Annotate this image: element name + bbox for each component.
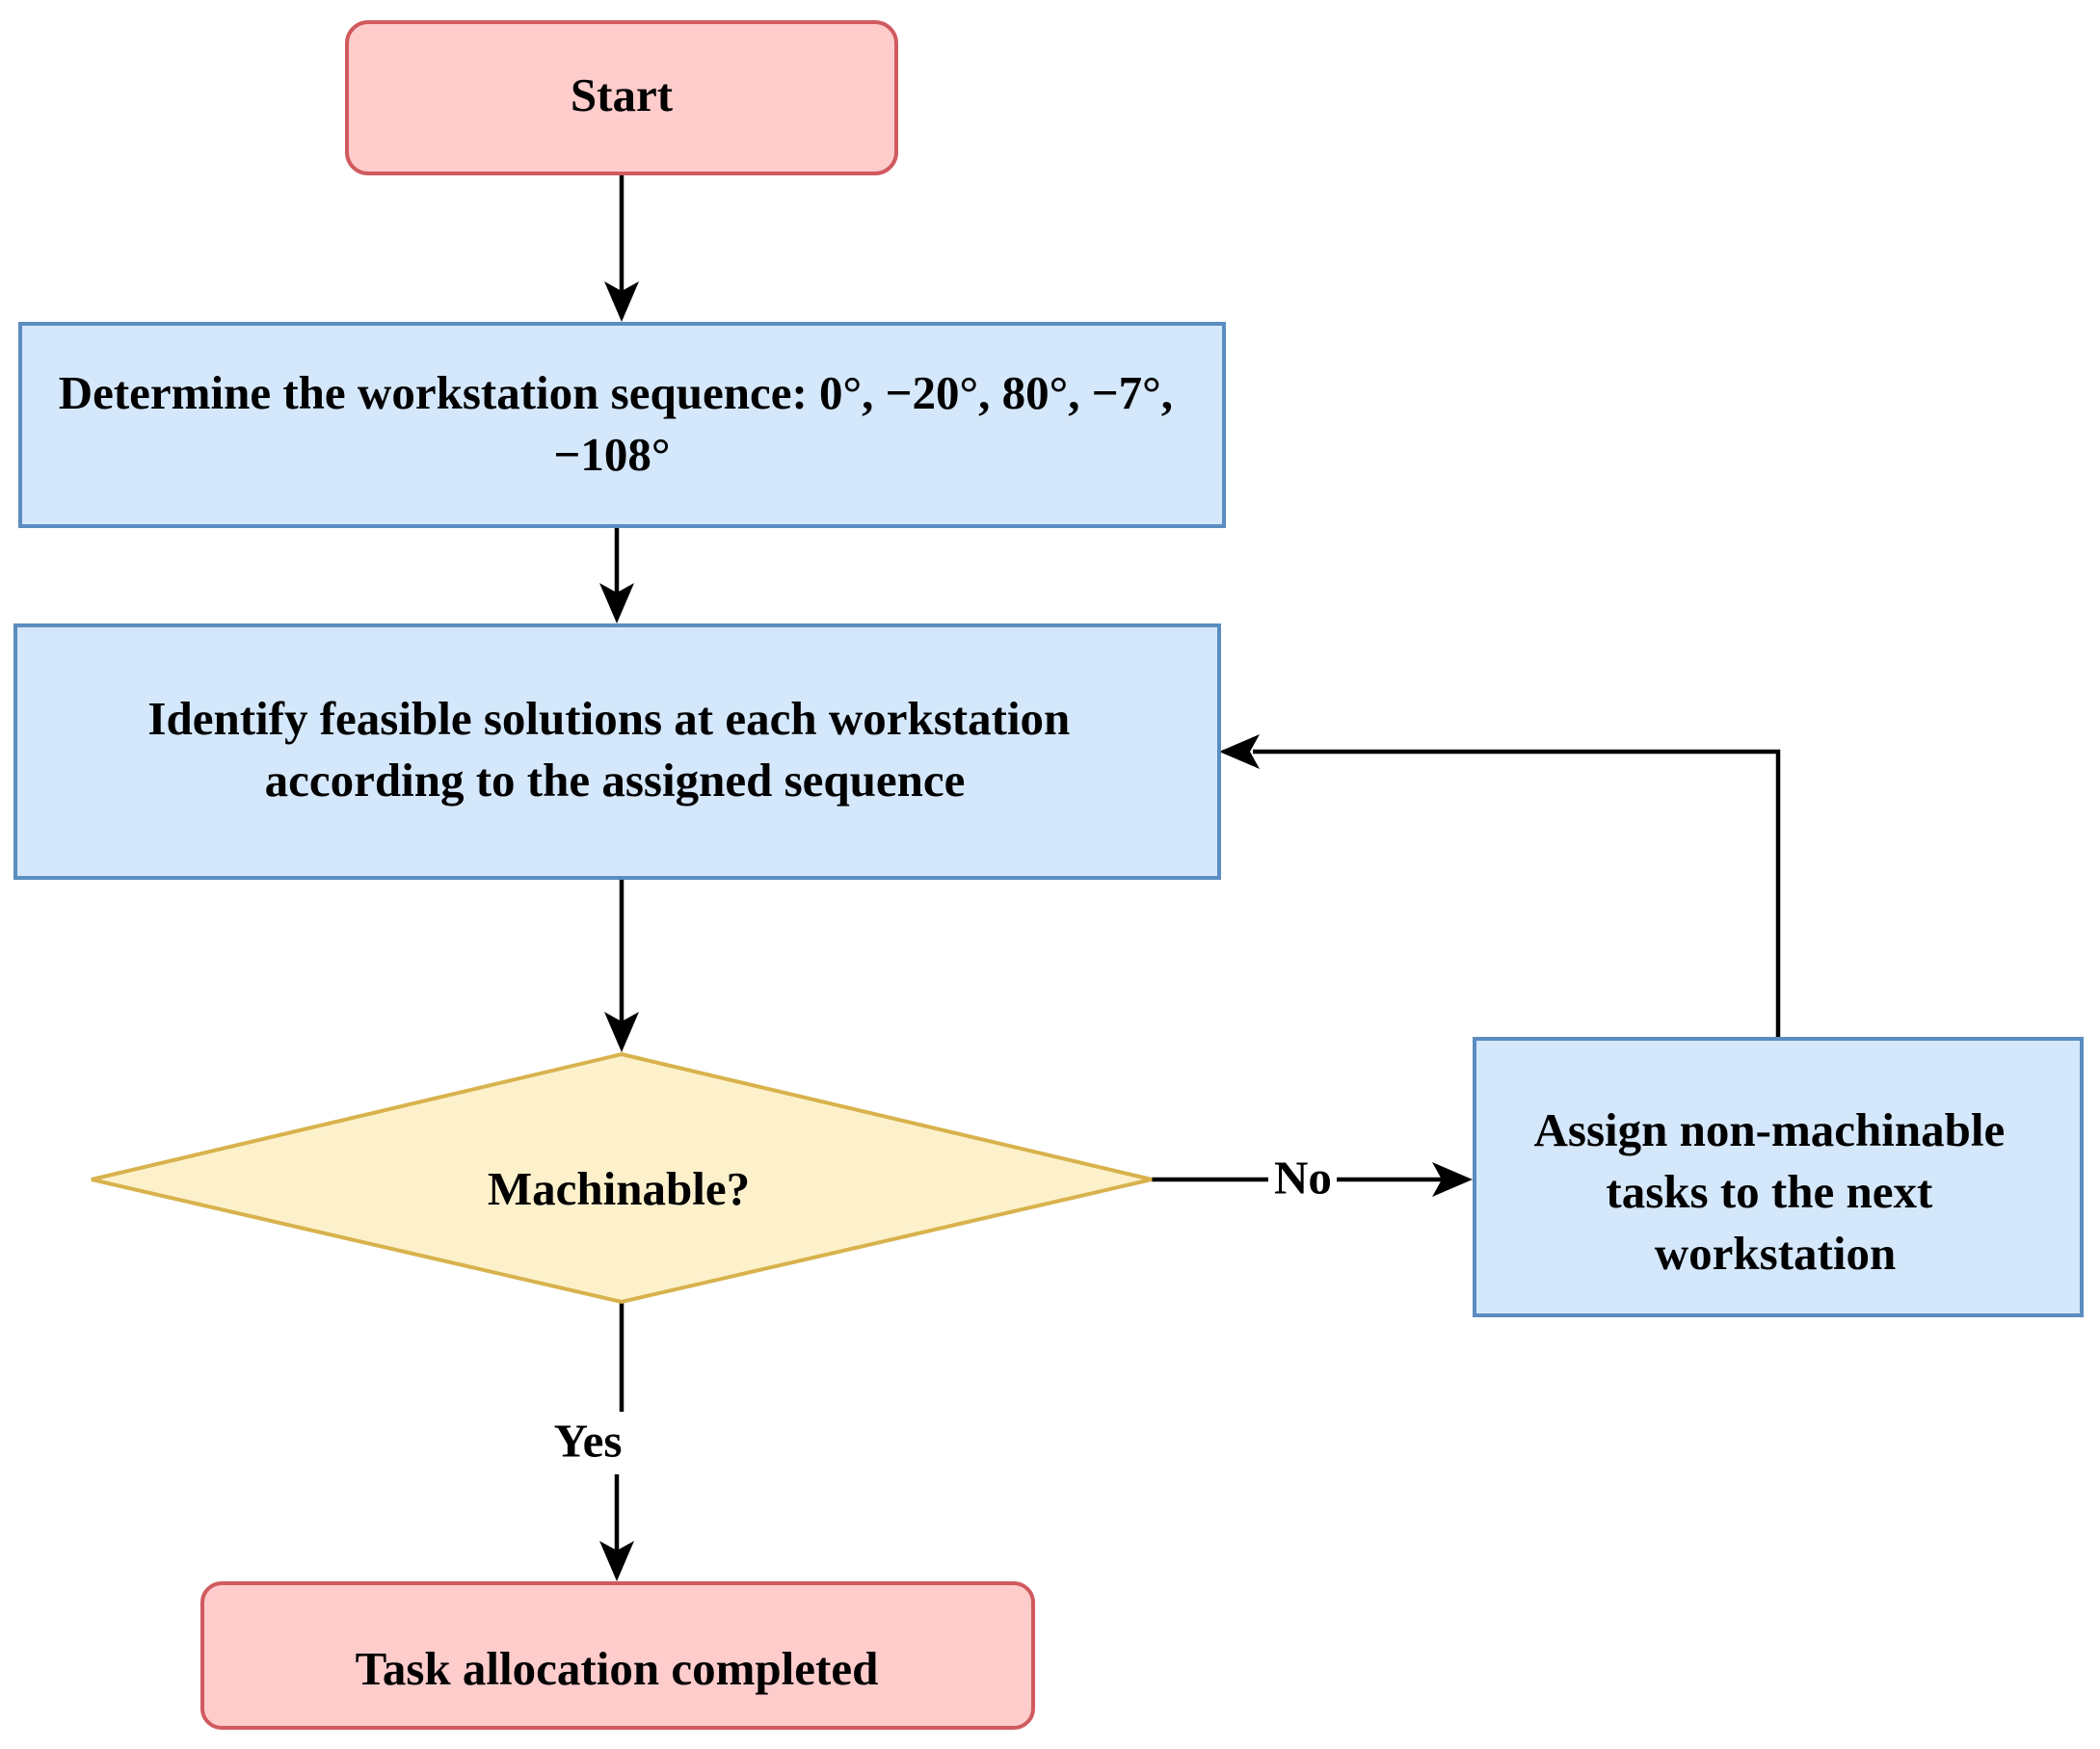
end-node: Task allocation completed <box>200 1581 1035 1730</box>
identify-label-line-2: according to the assigned sequence <box>265 754 966 807</box>
sequence-node: Determine the workstation sequence: 0°, … <box>18 322 1226 528</box>
start-label: Start <box>571 68 674 121</box>
decision-shape <box>91 1051 1153 1305</box>
assign-label-line-3: workstation <box>1655 1227 1896 1280</box>
assign-label: Assign non-machinable tasks to the next … <box>1533 1103 2016 1280</box>
arrowhead-assign-to-identify <box>1219 734 1260 769</box>
edge-label-yes: Yes <box>554 1414 623 1467</box>
identify-node: Identify feasible solutions at each work… <box>13 623 1221 880</box>
start-shape <box>345 20 898 175</box>
arrowhead-sequence-to-identify <box>599 583 634 623</box>
identify-label: Identify feasible solutions at each work… <box>147 692 1081 807</box>
start-node: Start <box>345 20 898 175</box>
identify-shape <box>13 623 1221 880</box>
decision-label: Machinable? <box>488 1162 750 1215</box>
decision-label-line-1: Machinable? <box>488 1162 750 1215</box>
arrowhead-start-to-sequence <box>604 281 639 322</box>
sequence-label-line-2: −108° <box>553 428 670 481</box>
assign-shape <box>1473 1037 2084 1317</box>
connectors <box>599 175 1781 1581</box>
arrowhead-decision-to-end <box>599 1541 634 1581</box>
arrowhead-identify-to-decision <box>604 1012 639 1052</box>
edge-label-no: No <box>1274 1151 1332 1204</box>
assign-label-line-1: Assign non-machinable <box>1533 1103 2005 1156</box>
sequence-shape <box>18 322 1226 528</box>
sequence-label-line-1: Determine the workstation sequence: 0°, … <box>59 366 1173 419</box>
decision-node: Machinable? <box>91 1051 1153 1305</box>
start-label-line-1: Start <box>571 68 674 121</box>
sequence-label: Determine the workstation sequence: 0°, … <box>59 366 1185 481</box>
identify-label-line-1: Identify feasible solutions at each work… <box>147 692 1070 745</box>
edge-assign-to-identify <box>1253 749 1781 1039</box>
assign-label-line-2: tasks to the next <box>1606 1165 1933 1218</box>
end-label: Task allocation completed <box>356 1642 879 1695</box>
assign-node: Assign non-machinable tasks to the next … <box>1473 1037 2084 1317</box>
arrowhead-decision-to-assign <box>1432 1162 1473 1197</box>
end-label-line-1: Task allocation completed <box>356 1642 879 1695</box>
end-shape <box>200 1581 1035 1730</box>
